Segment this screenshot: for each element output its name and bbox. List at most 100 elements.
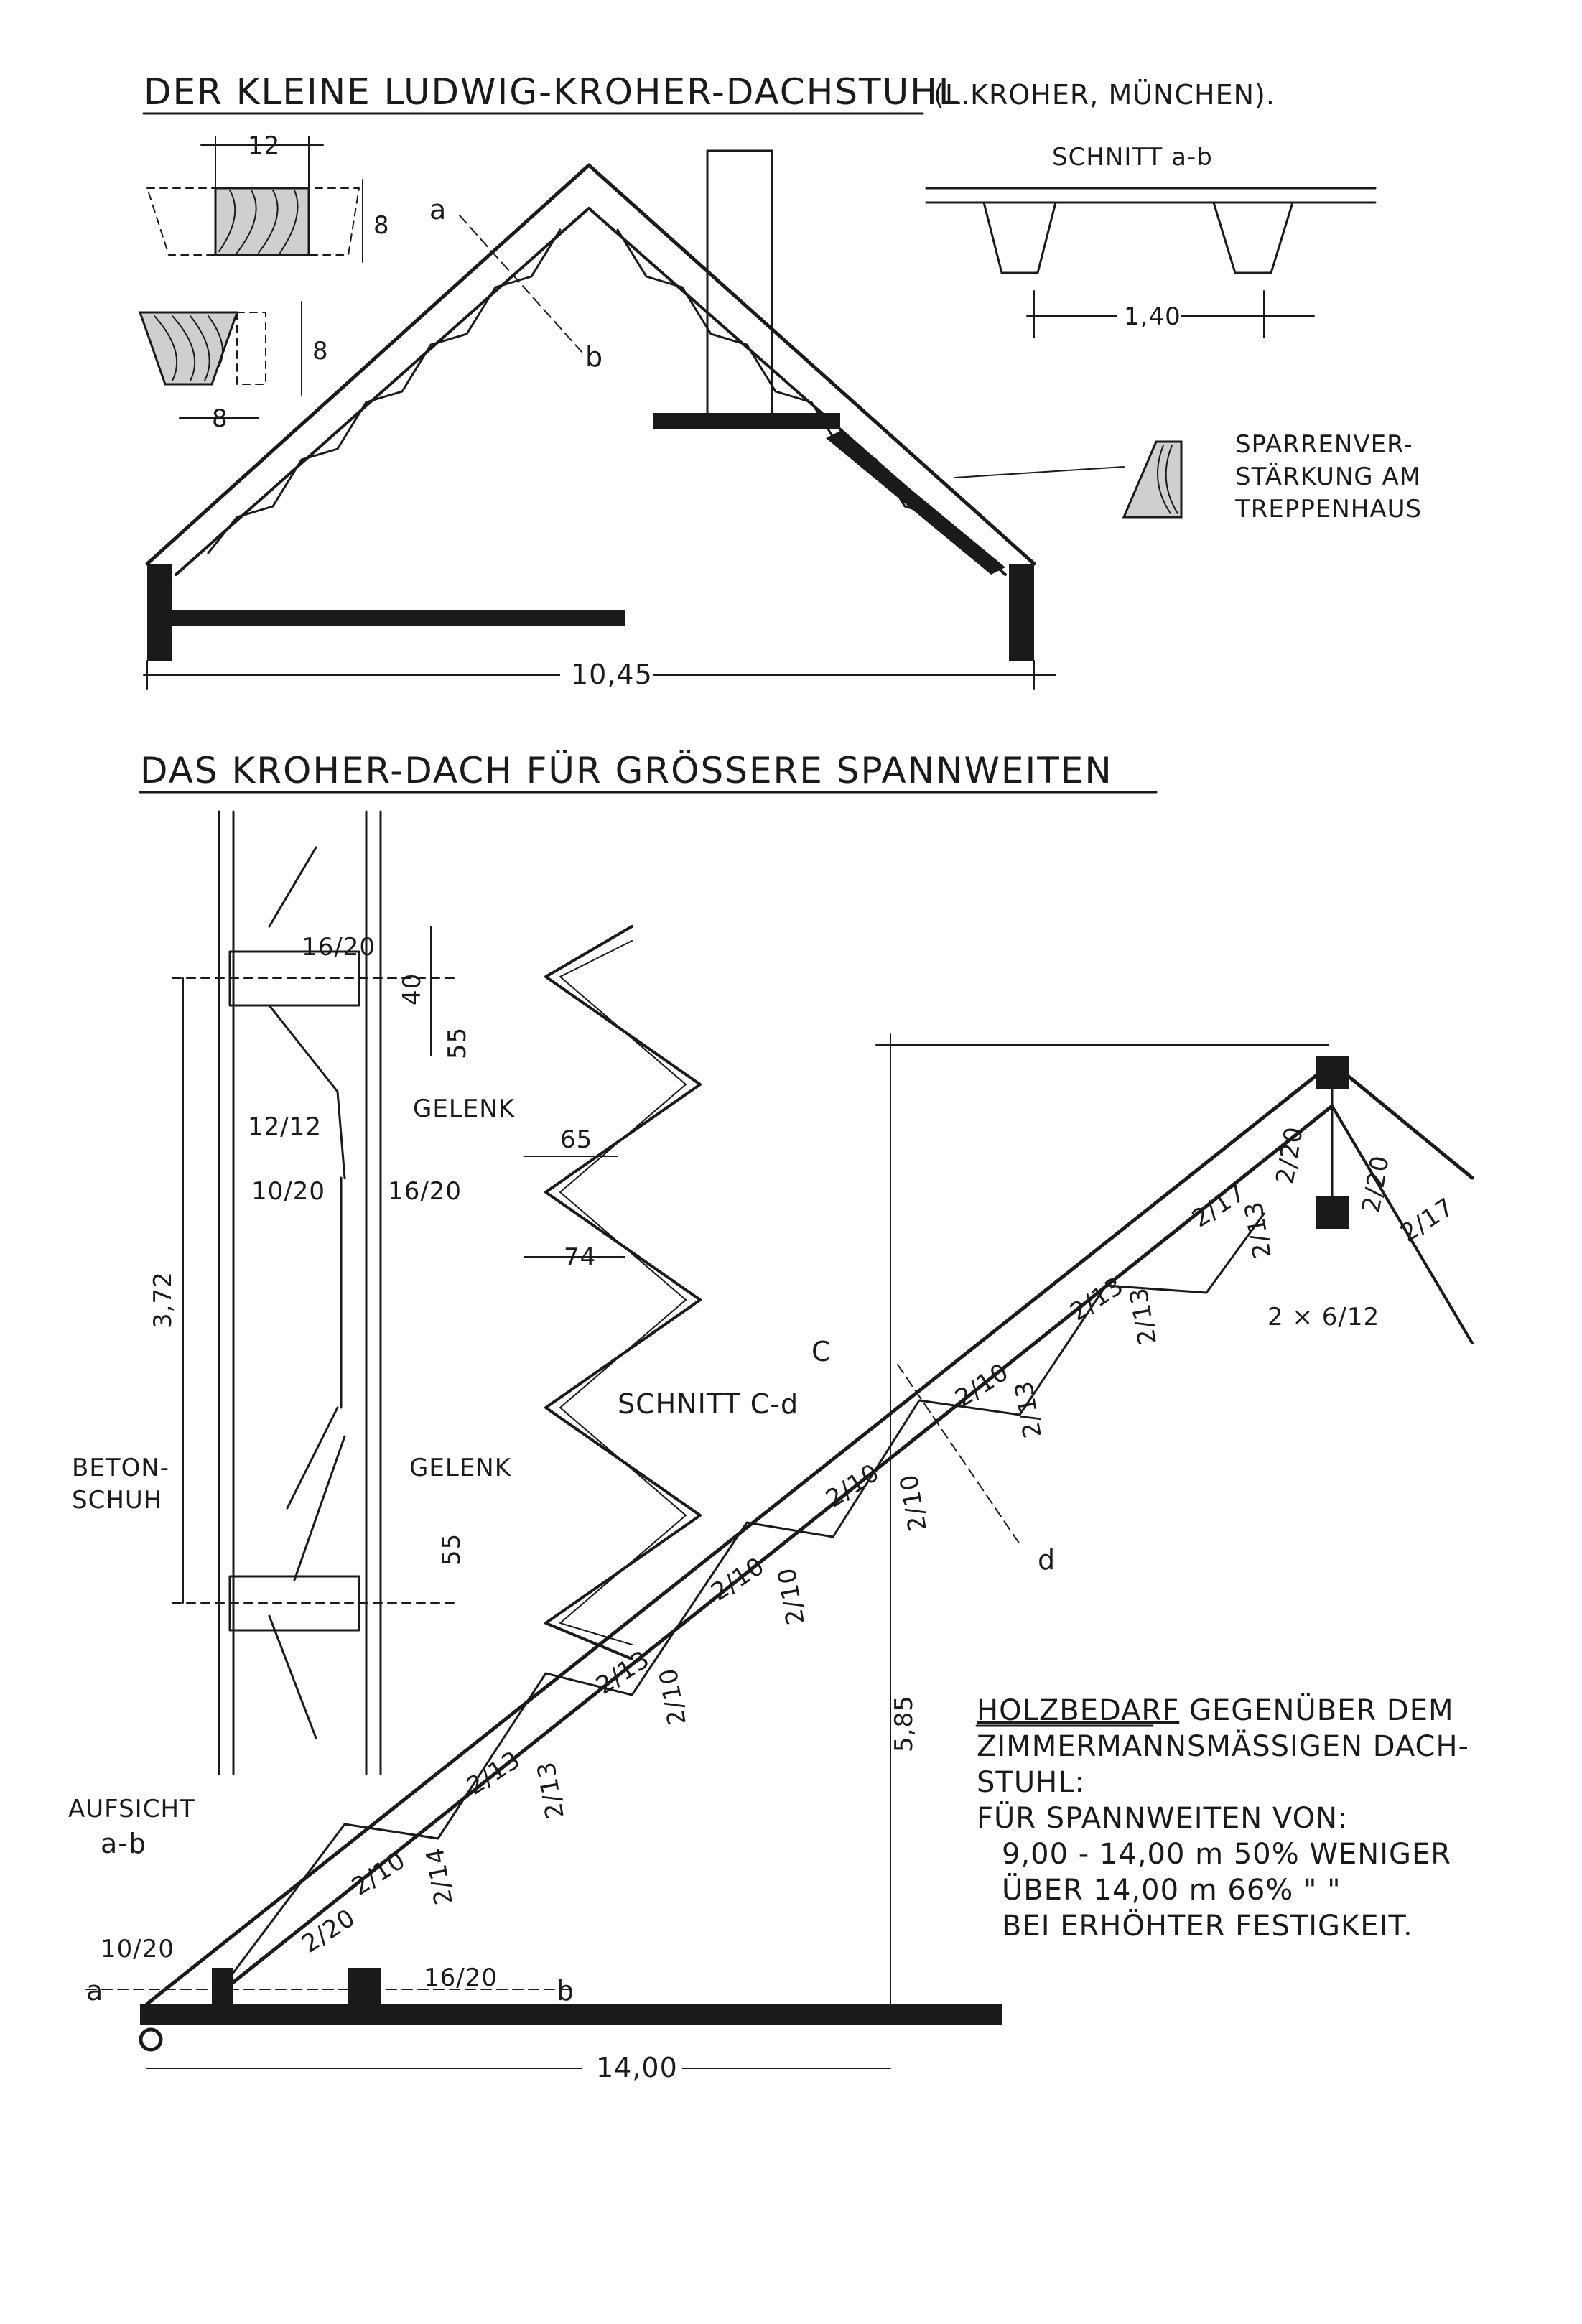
note-line5: 9,00 - 14,00 m 50% WENIGER	[1002, 1838, 1451, 1871]
section-line-cd	[897, 1364, 1020, 1545]
truss-label-b: b	[557, 1975, 574, 2007]
small-roof-truss: a b 10,45	[143, 149, 1056, 690]
section-dim-65: 65	[560, 1125, 592, 1154]
dim-label-bg	[582, 2052, 682, 2083]
truss-web-left	[207, 228, 562, 554]
plan-gelenk-1: GELENK	[413, 1094, 516, 1123]
label-b: b	[585, 341, 603, 373]
right-chord	[1330, 1061, 1474, 1180]
member-label: 2/20	[297, 1903, 360, 1958]
dim-8a: 8	[373, 211, 390, 240]
rafter-reinforcement-detail: SPARRENVER- STÄRKUNG AM TREPPENHAUS	[954, 430, 1422, 524]
note-line4: FÜR SPANNWEITEN VON:	[977, 1800, 1348, 1835]
note-line2: ZIMMERMANNSMÄSSIGEN DACH-	[977, 1729, 1469, 1763]
truss-label-a: a	[86, 1975, 103, 2007]
wood-grain	[1157, 445, 1178, 514]
dim-8c: 8	[212, 404, 228, 433]
plan-16-20a: 16/20	[302, 933, 376, 962]
note-line1-underlined: HOLZBEDARF	[977, 1694, 1179, 1727]
bottom-title: DAS KROHER-DACH FÜR GRÖSSERE SPANNWEITEN	[140, 750, 1113, 791]
section-web	[982, 201, 1057, 274]
diagonal-label: 2/14	[421, 1845, 459, 1907]
rafter-outer	[145, 163, 1036, 566]
diagonal-label: 2/10	[773, 1565, 811, 1627]
timber-outline	[236, 312, 266, 385]
plan-diagonals	[268, 846, 346, 1739]
top-title-sub: (L.KROHER, MÜNCHEN).	[934, 79, 1275, 111]
diagonal-label: 2/13	[1239, 1199, 1278, 1260]
diagonal-label: 2/13	[1010, 1378, 1048, 1440]
top-title: DER KLEINE LUDWIG-KROHER-DACHSTUHL	[144, 71, 960, 113]
truss-10-20: 10/20	[101, 1935, 175, 1963]
apex-block	[1316, 1056, 1349, 1089]
wall-right	[1009, 564, 1034, 661]
plan-dim-40: 40	[398, 973, 427, 1005]
base-edge	[139, 2027, 163, 2052]
base-slab	[140, 2004, 1002, 2025]
dim-label-bg	[560, 657, 653, 689]
section-c-d: 65 74 SCHNITT C-d	[524, 925, 799, 1660]
plan-aufsicht-1: AUFSICHT	[68, 1795, 195, 1823]
plan-dim-55b: 55	[437, 1533, 466, 1566]
truss-webs	[214, 1212, 1265, 1998]
diagonal-label: 2/10	[895, 1472, 933, 1533]
section-web	[1212, 201, 1294, 274]
zigzag-section	[544, 925, 702, 1660]
bearing-right	[348, 1968, 381, 2004]
dim-8b: 8	[312, 337, 329, 366]
top-chord-inner	[213, 1104, 1334, 1999]
truss-2x6-12: 2 × 6/12	[1267, 1303, 1379, 1331]
plan-height-3-72: 3,72	[149, 1271, 177, 1329]
bottom-title-block: DAS KROHER-DACH FÜR GRÖSSERE SPANNWEITEN	[139, 750, 1158, 794]
timber-detail-12x8: 12 8	[146, 131, 390, 263]
floor-slab	[172, 610, 625, 626]
sparren-line3: TREPPENHAUS	[1234, 495, 1422, 524]
note-line1-rest: GEGENÜBER DEM	[1179, 1693, 1453, 1727]
timber-note: HOLZBEDARF GEGENÜBER DEM ZIMMERMANNSMÄSS…	[975, 1693, 1469, 1943]
diagonal-label: 2/13	[532, 1759, 570, 1821]
rafter-inner	[175, 207, 1007, 576]
section-dim-74: 74	[564, 1243, 596, 1272]
member-label: 2/17	[1395, 1192, 1459, 1247]
wood-grain	[154, 315, 223, 381]
section-line-ab	[459, 215, 582, 353]
span-10-45: 10,45	[571, 659, 653, 690]
right-chord-inner	[1331, 1105, 1474, 1344]
member-label: 2/10	[347, 1846, 411, 1901]
dim-1-40: 1,40	[1124, 302, 1181, 331]
truss-span-14-00: 14,00	[596, 2052, 678, 2083]
sparren-line2: STÄRKUNG AM	[1235, 463, 1421, 491]
truss-16-20: 16/20	[424, 1963, 498, 1992]
plan-12-12: 12/12	[248, 1112, 322, 1141]
timber-outline	[146, 187, 360, 256]
timber-detail-8x8: 8 8	[138, 301, 329, 433]
wood-grain	[218, 190, 299, 254]
member-label: 2/13	[1065, 1271, 1129, 1326]
bearing-left	[212, 1968, 233, 2004]
dim-12: 12	[248, 131, 280, 160]
dim-label-bg	[1117, 300, 1181, 332]
plan-beton-1: BETON-	[72, 1454, 169, 1482]
top-title-block: DER KLEINE LUDWIG-KROHER-DACHSTUHL (L.KR…	[142, 71, 1275, 115]
leader-line	[954, 466, 1125, 478]
rafter-reinforcement	[826, 431, 1005, 575]
section-cd-title: SCHNITT C-d	[618, 1388, 799, 1420]
sparren-line1: SPARRENVER-	[1235, 430, 1413, 459]
plan-view: 3,72 16/20 40 55 GELENK 12/12 10/20 16/2…	[68, 810, 516, 1859]
timber-section	[138, 311, 239, 386]
note-line7: BEI ERHÖHTER FESTIGKEIT.	[1002, 1908, 1413, 1943]
truss-height-5-85: 5,85	[890, 1695, 918, 1752]
truss-label-c: C	[811, 1336, 832, 1367]
truss-label-d: d	[1038, 1544, 1056, 1576]
label-a: a	[429, 194, 447, 226]
plan-16-20b: 16/20	[388, 1177, 462, 1206]
plan-10-20: 10/20	[251, 1177, 325, 1206]
plan-gelenk-2: GELENK	[409, 1454, 512, 1482]
zigzag-section-inner	[559, 940, 687, 1645]
stair-landing	[653, 413, 840, 429]
timber-section	[214, 187, 310, 256]
wall-left	[147, 564, 172, 661]
chimney	[706, 149, 773, 425]
note-line3: STUHL:	[977, 1766, 1085, 1799]
